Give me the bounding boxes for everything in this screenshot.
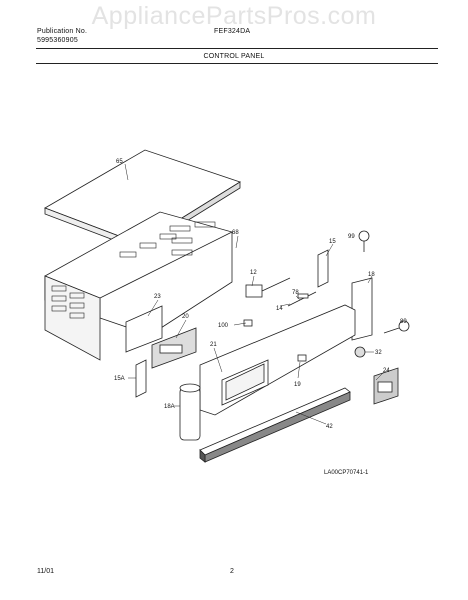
callout-14: 14 <box>276 306 283 312</box>
publication-label: Publication No. <box>37 28 88 35</box>
part-display <box>151 327 197 369</box>
callout-99: 99 <box>348 234 355 240</box>
section-title: CONTROL PANEL <box>203 53 265 60</box>
model-number: FEF324DA <box>214 28 251 35</box>
part-switch-pin <box>287 291 317 307</box>
part-screw-89 <box>383 320 410 334</box>
callout-18a: 18A <box>164 404 175 410</box>
callout-20: 20 <box>182 314 189 320</box>
part-housing <box>44 211 233 361</box>
callout-15: 15 <box>329 239 336 245</box>
part-bracket-right <box>317 249 329 288</box>
callout-24: 24 <box>383 368 390 374</box>
part-control-panel <box>199 304 356 416</box>
publication-number: 5995360905 <box>37 37 78 44</box>
callout-18: 18 <box>368 272 375 278</box>
header-rule-top <box>36 48 438 49</box>
callout-89: 89 <box>400 319 407 325</box>
part-end-cap-left <box>179 383 201 441</box>
callout-100: 100 <box>218 323 229 329</box>
callout-21: 21 <box>210 342 217 348</box>
callout-23: 23 <box>154 294 161 300</box>
callout-65: 65 <box>116 159 123 165</box>
callout-32: 32 <box>375 350 382 356</box>
footer-date: 11/01 <box>37 568 54 575</box>
callout-68: 68 <box>232 230 239 236</box>
footer-page-number: 2 <box>230 568 234 575</box>
callout-12: 12 <box>250 270 257 276</box>
part-rocker-switch <box>373 367 399 405</box>
callout-78: 78 <box>292 290 299 296</box>
header-rule-bottom <box>36 63 438 64</box>
callout-42: 42 <box>326 424 333 430</box>
part-clip-100 <box>243 319 253 327</box>
part-bracket-left <box>135 359 147 398</box>
figure-code: LA00CP70741-1 <box>324 470 369 476</box>
part-vent-trim <box>199 387 351 463</box>
callout-19: 19 <box>294 382 301 388</box>
part-switch <box>245 277 291 298</box>
part-lamp-19 <box>297 354 307 362</box>
part-bracket-23 <box>125 305 163 353</box>
part-screw-99 <box>358 230 370 252</box>
callout-labels: 65 68 15 99 12 18 23 78 14 20 100 89 21 … <box>114 159 407 476</box>
watermark: AppliancePartsPros.com <box>91 2 377 30</box>
part-knob-32 <box>354 346 366 358</box>
callout-15a: 15A <box>114 376 125 382</box>
